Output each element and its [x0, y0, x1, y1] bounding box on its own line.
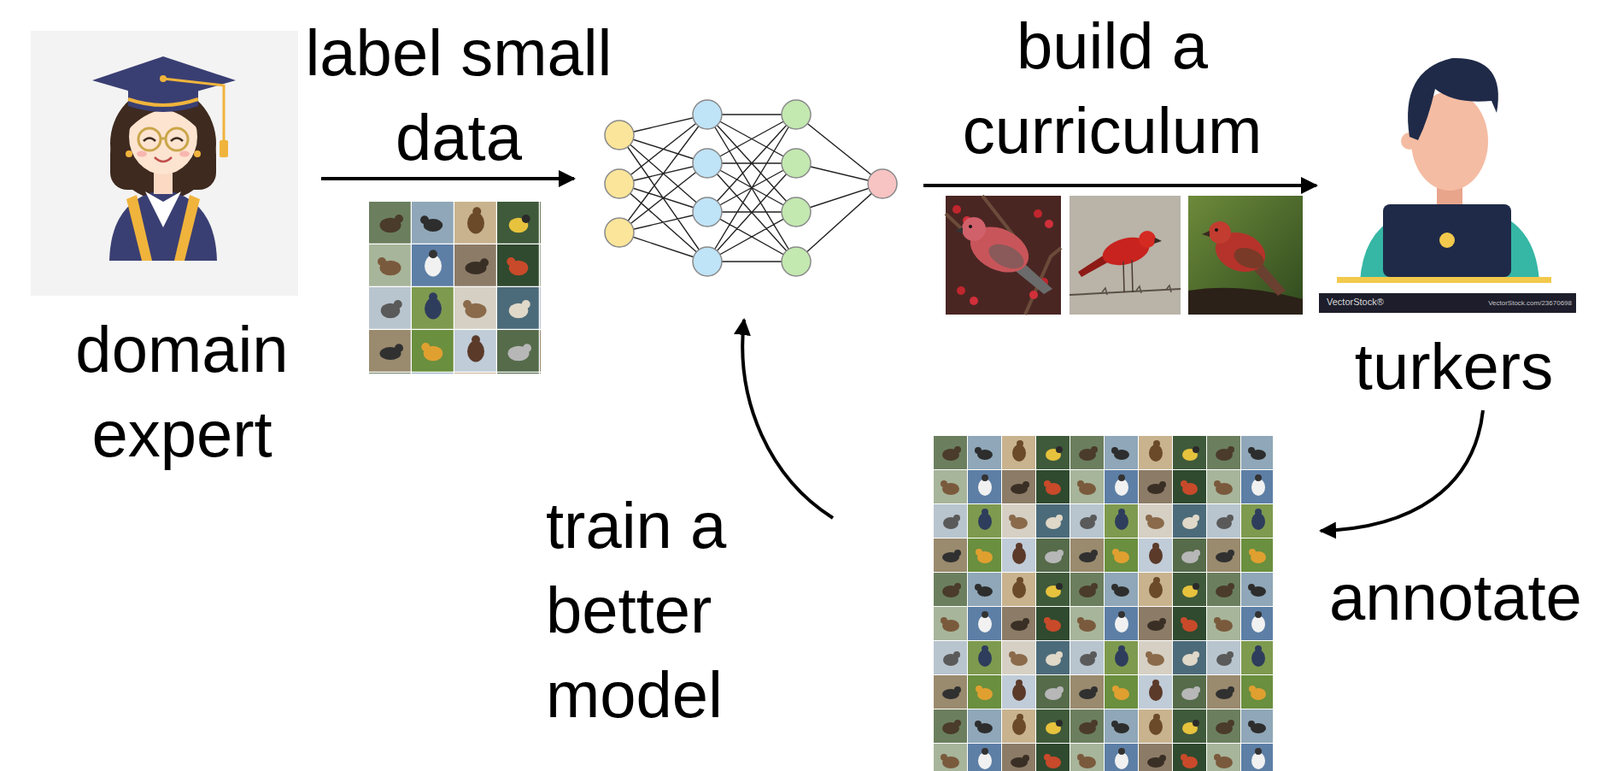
flow-arrow: [321, 176, 575, 181]
turker-illustration: [1318, 58, 1577, 313]
flow-arrow: [1320, 410, 1483, 531]
flow-arrow: [923, 183, 1317, 188]
caption-text: domain expert: [41, 307, 323, 477]
expert-illustration: [30, 30, 299, 296]
arrow-label: train a better model: [545, 483, 786, 737]
small-data-grid: [369, 201, 541, 374]
annotated-data-grid: [933, 435, 1273, 771]
bird-photo: [1069, 195, 1181, 315]
arrow-label: annotate: [1329, 555, 1595, 640]
caption-text: turkers: [1334, 324, 1574, 410]
bird-photo: [945, 195, 1061, 315]
actor-caption: domain expert: [41, 307, 323, 477]
arrow-label: label small data: [279, 11, 639, 181]
arrow-label: build a curriculum: [932, 4, 1292, 174]
bird-photo: [1188, 195, 1303, 315]
neural-network: [604, 99, 897, 276]
flow-arrow: [742, 319, 833, 518]
actor-caption: turkers: [1334, 324, 1574, 410]
watermark: VectorStock.com/23670698: [1443, 298, 1572, 308]
watermark: VectorStock®: [1326, 296, 1438, 308]
